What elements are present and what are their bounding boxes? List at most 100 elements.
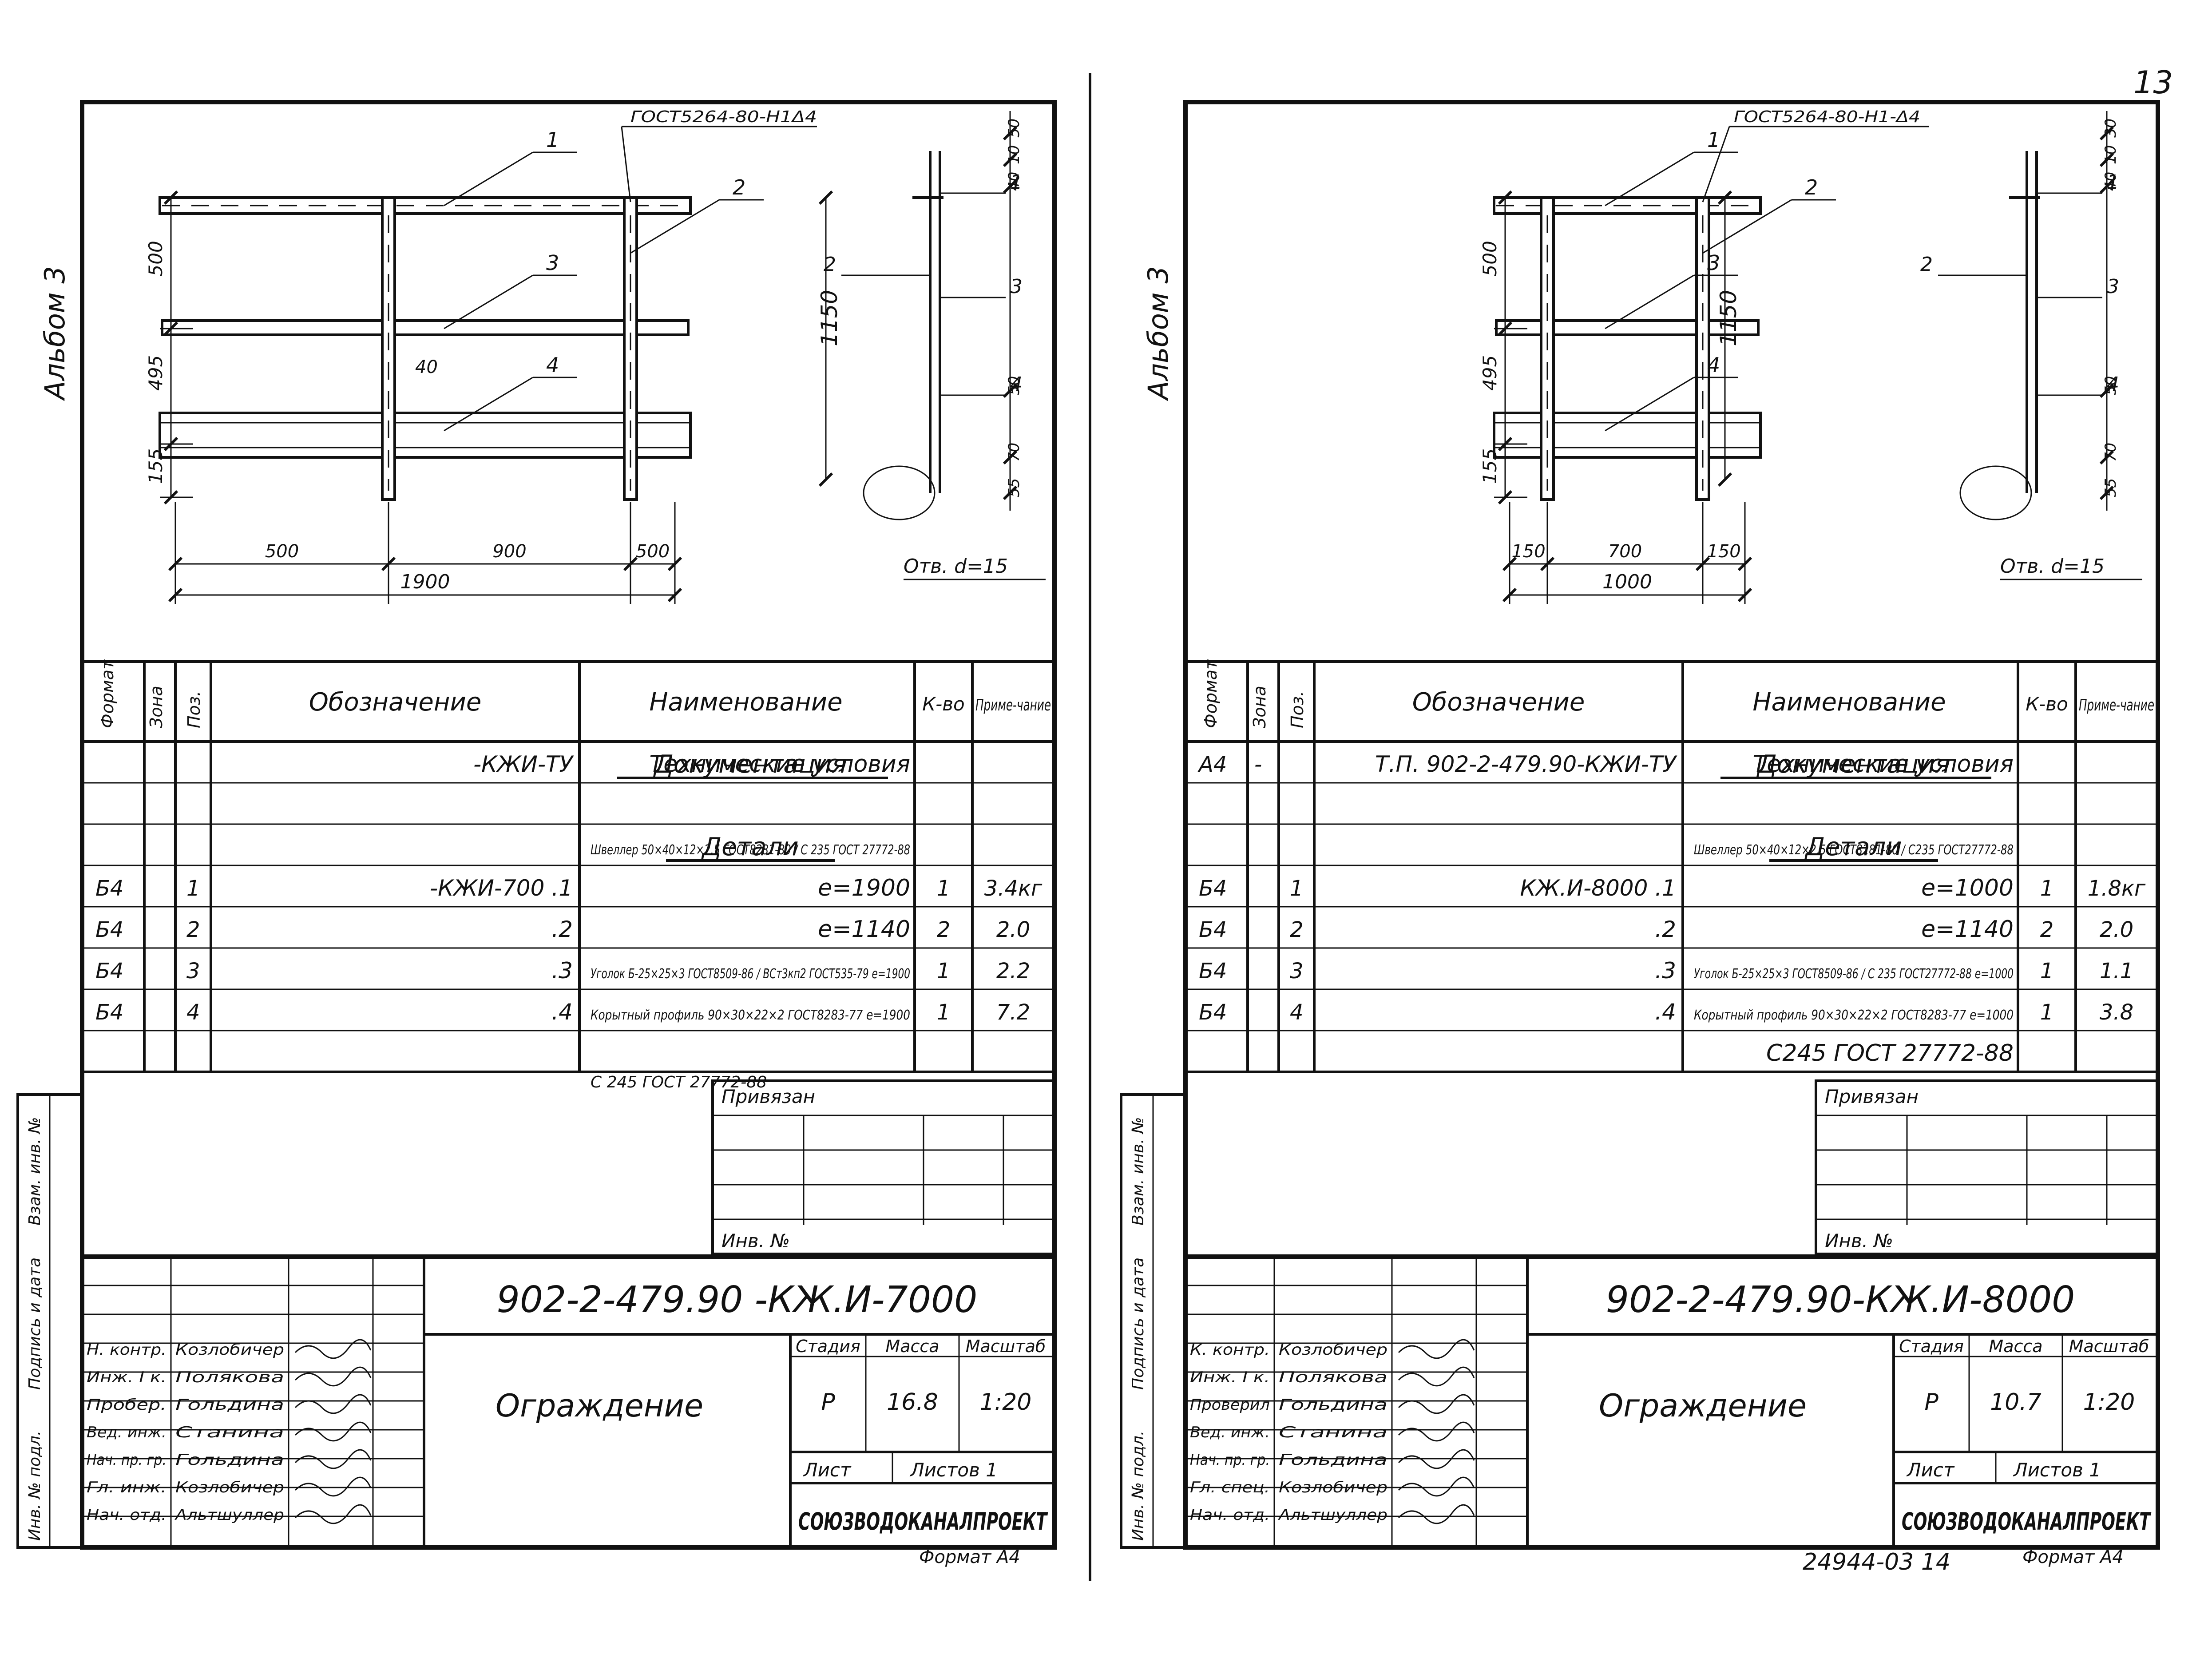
signer-role: Нач. пр. гр. (87, 1451, 166, 1469)
signer-role: К. контр. (1190, 1341, 1270, 1359)
side-dim-1: 10 (2102, 145, 2120, 164)
signer-name: Полякова (1279, 1369, 1387, 1386)
row-qty: 1 (2040, 876, 2054, 901)
dim-tick (1502, 587, 1517, 603)
dim-h3: 150 (1707, 541, 1740, 562)
row-format: Б4 (1199, 959, 1227, 984)
callout-1: 1 (546, 128, 559, 152)
row-pos: 4 (1290, 1000, 1304, 1025)
row-name: е=1140 (1921, 916, 2014, 943)
dim-tick (2099, 152, 2114, 167)
dim-tick (1717, 472, 1732, 487)
callout-3: 3 (1707, 251, 1720, 275)
row-name: Швеллер 50×40×12×2.5 ГОСТ8281-80 / С235 … (1694, 842, 2014, 858)
row-pos: 1 (186, 876, 200, 901)
dim-h2: 900 (492, 541, 526, 562)
signer-role: Нач. отд. (1190, 1506, 1270, 1524)
side-dim-0: 30 (2102, 119, 2120, 138)
signer-role: Гл. инж. (87, 1479, 166, 1496)
side-dim-5: 55 (2102, 478, 2120, 497)
row-note: 1.1 (2100, 959, 2133, 984)
section-details: Детали (1804, 833, 1902, 861)
side-dim-2: 40 (2102, 172, 2120, 191)
row-name: Корытный профиль 90×30×22×2 ГОСТ8283-77 … (591, 1008, 910, 1023)
row-designation: .3 (1655, 958, 1676, 984)
dim-tick (2099, 126, 2114, 141)
side-label-1: Взам. инв. № (1129, 1117, 1147, 1226)
stage-value: Р (1924, 1389, 1938, 1416)
row-name: Корытный профиль 90×30×22×2 ГОСТ8283-77 … (1694, 1008, 2014, 1023)
hdr-zone: Зона (1250, 686, 1269, 728)
row-format: Б4 (95, 876, 123, 901)
signer-name: Гольдина (175, 1451, 284, 1469)
row-format: Б4 (1199, 1000, 1227, 1025)
row-designation: .3 (551, 958, 573, 984)
row-designation: Т.П. 902-2-479.90-КЖИ-ТУ (1375, 751, 1677, 777)
mass-label: Масса (885, 1337, 939, 1356)
hdr-pos: Поз. (184, 691, 204, 728)
row-designation: -КЖИ-ТУ (473, 751, 574, 777)
hdr-qty: К-во (922, 693, 964, 715)
row-name: е=1140 (818, 916, 910, 943)
row-qty: 1 (937, 959, 951, 984)
side-dim-3: 50 (2102, 376, 2120, 395)
signer-name: Козлобичер (1279, 1479, 1387, 1496)
hdr-qty: К-во (2026, 693, 2068, 715)
sheets-label: Листов 1 (2013, 1459, 2101, 1481)
archive-number: 24944-03 14 (1803, 1549, 1950, 1575)
callout-2: 2 (733, 175, 745, 199)
dim-495: 495 (1479, 355, 1501, 391)
hole-note: Отв. d=15 (2000, 555, 2105, 578)
side-dim-4: 70 (2102, 443, 2120, 462)
dim-500: 500 (1479, 241, 1501, 276)
row-note: 2.2 (996, 959, 1030, 984)
leader (1702, 199, 1792, 254)
signer-name: Козлобичер (175, 1479, 284, 1496)
row-format: Б4 (95, 917, 123, 942)
side-label-3: Инв. № подл. (26, 1431, 44, 1541)
row-qty: 1 (2040, 959, 2054, 984)
drawing-code: 902-2-479.90-КЖ.И-8000 (1606, 1279, 2075, 1321)
signer-role: Вед. инж. (1190, 1424, 1270, 1441)
side-callout-3: 3 (1010, 275, 1023, 298)
side-callout-2: 2 (1920, 253, 1933, 276)
row-designation: .4 (551, 999, 573, 1025)
signature-scribble (294, 1476, 372, 1497)
dim-1150: 1150 (817, 290, 842, 346)
hdr-format: Формат (98, 659, 117, 728)
spec-table (81, 660, 1056, 1073)
row-format: Б4 (95, 1000, 123, 1025)
format-label: Формат А4 (919, 1547, 1020, 1567)
dim-tick (168, 587, 183, 603)
side-callout-1: 1 (2107, 171, 2119, 194)
leader (1605, 274, 1694, 329)
album-label: Альбом 3 (39, 266, 71, 401)
signature-scribble (294, 1449, 372, 1469)
hdr-zone: Зона (147, 686, 166, 728)
row-designation: -КЖИ-700 .1 (430, 875, 573, 901)
signer-name: Гольдина (1279, 1396, 1387, 1414)
dim-tick (818, 472, 833, 487)
dim-155: 155 (1479, 448, 1501, 484)
row-note: 3.8 (2100, 1000, 2133, 1025)
signature-scribble (294, 1339, 372, 1359)
dim-500: 500 (145, 241, 166, 276)
row-zone: - (1254, 752, 1262, 777)
signer-name: Альтшуллер (1278, 1506, 1387, 1524)
section-docs: Документация (1756, 750, 1950, 779)
mass-value: 16.8 (887, 1389, 938, 1416)
signature-scribble (1398, 1394, 1475, 1414)
row-qty: 1 (2040, 1000, 2054, 1025)
dim-tick (1003, 126, 1018, 141)
dim-tick (818, 190, 833, 205)
row-note: 7.2 (996, 1000, 1030, 1025)
row-designation: .2 (1655, 916, 1676, 942)
row-name: Технические условия (650, 751, 911, 777)
signature-scribble (294, 1504, 372, 1524)
scale-label: Масштаб (2069, 1337, 2149, 1356)
top-rail (159, 196, 692, 215)
spec-overflow: С 245 ГОСТ 27772-88 (591, 1073, 767, 1091)
callout-4: 4 (546, 353, 559, 377)
